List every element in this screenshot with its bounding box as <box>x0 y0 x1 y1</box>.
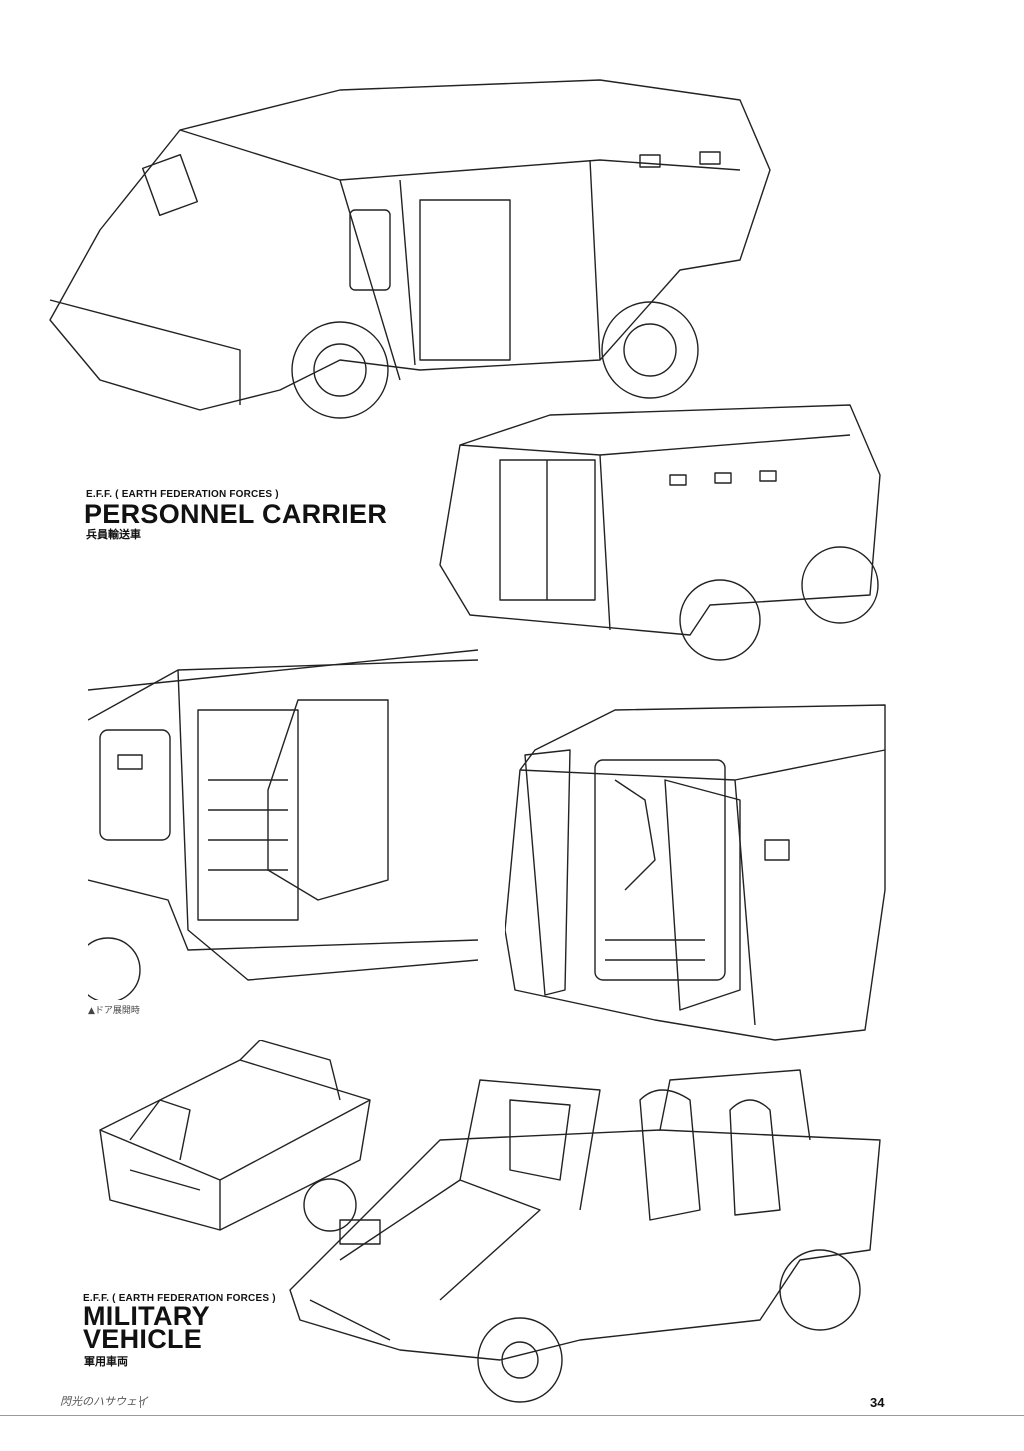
military-vehicle-title-line1: MILITARY <box>83 1301 210 1331</box>
footer-divider <box>140 1396 141 1408</box>
door-open-caption: ▲ドア展開時 <box>88 1006 140 1016</box>
footer-rule <box>0 1415 1024 1416</box>
book-logo: 閃光のハサウェイ <box>60 1395 148 1408</box>
military-vehicle-title-line2: VEHICLE <box>83 1324 203 1354</box>
page-number: 34 <box>870 1395 885 1410</box>
military-vehicle-rear-illustration <box>99 1040 371 1232</box>
personnel-carrier-subtitle: E.F.F. ( EARTH FEDERATION FORCES ) <box>86 489 279 500</box>
rear-door-open-illustration <box>505 704 886 1041</box>
military-vehicle-front-illustration <box>289 1069 881 1403</box>
personnel-carrier-front-illustration <box>49 79 771 419</box>
military-vehicle-subtitle: E.F.F. ( EARTH FEDERATION FORCES ) <box>83 1293 276 1304</box>
side-door-open-illustration <box>88 649 478 1000</box>
personnel-carrier-title: PERSONNEL CARRIER <box>84 499 388 529</box>
personnel-carrier-rear-illustration <box>439 404 881 661</box>
personnel-carrier-japanese-title: 兵員輸送車 <box>86 528 141 541</box>
military-vehicle-japanese-title: 軍用車両 <box>84 1355 128 1368</box>
